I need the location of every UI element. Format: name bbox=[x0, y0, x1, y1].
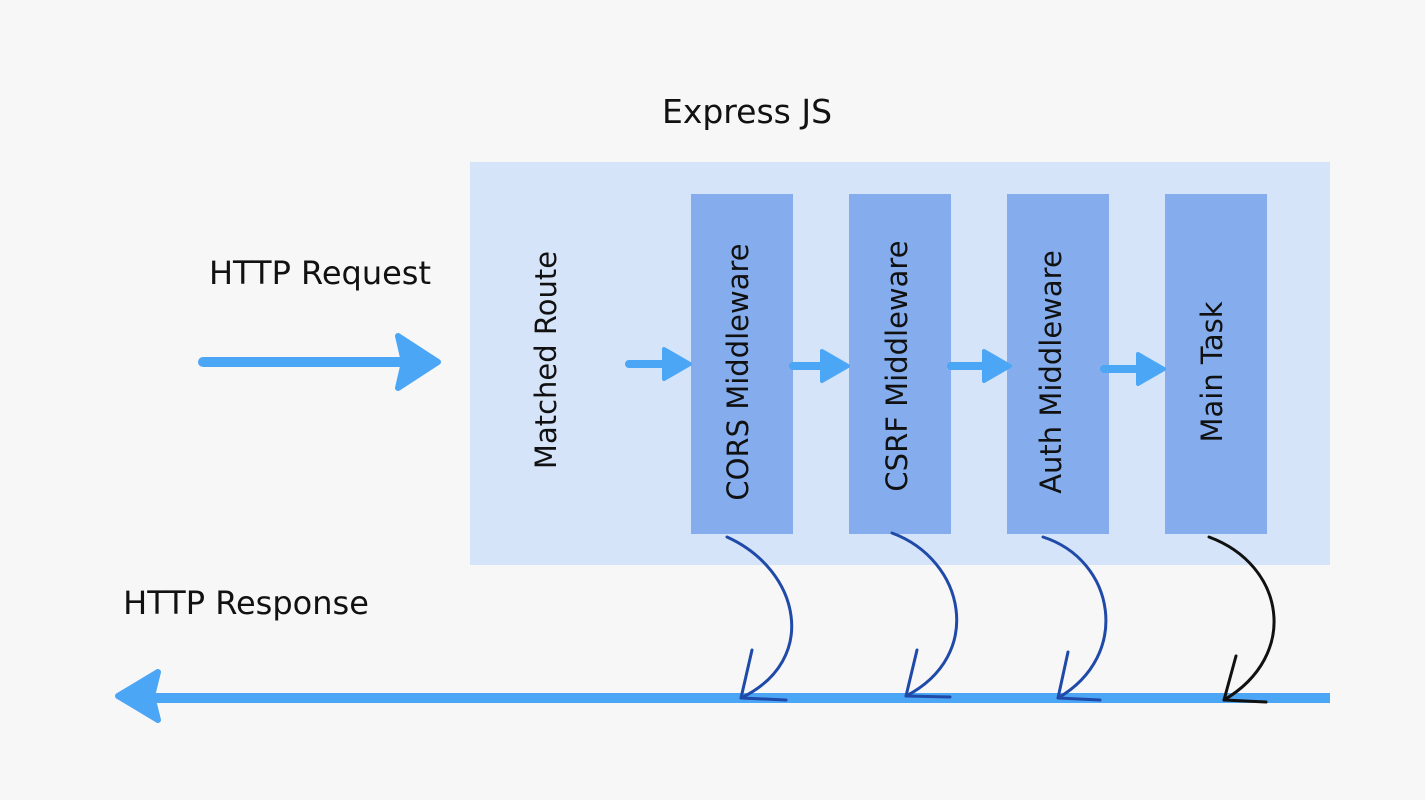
return-arrow-auth bbox=[1041, 535, 1108, 702]
return-arrow-main-task bbox=[1207, 535, 1276, 704]
flow-arrow-auth-to-main bbox=[1100, 352, 1166, 386]
diagram-title: Express JS bbox=[662, 92, 832, 131]
http-request-arrow bbox=[198, 333, 441, 391]
return-arrow-cors bbox=[725, 535, 794, 702]
http-response-label: HTTP Response bbox=[123, 584, 369, 622]
flow-arrow-route-to-cors bbox=[625, 347, 692, 381]
matched-route-label: Matched Route bbox=[529, 251, 563, 469]
stage-label: CSRF Middleware bbox=[880, 240, 914, 491]
stage-box bbox=[1007, 194, 1109, 534]
http-response-arrow bbox=[115, 669, 1330, 723]
flow-arrow-cors-to-csrf bbox=[789, 349, 850, 383]
stage-label: Main Task bbox=[1195, 301, 1229, 442]
stage-box bbox=[691, 194, 793, 534]
stage-label: Auth Middleware bbox=[1034, 250, 1068, 494]
flow-arrow-csrf-to-auth bbox=[947, 349, 1012, 383]
stage-main-task: Main Task bbox=[1165, 194, 1267, 534]
stage-csrf: CSRF Middleware bbox=[849, 194, 951, 534]
http-request-label: HTTP Request bbox=[209, 254, 431, 292]
stage-cors: CORS Middleware bbox=[691, 194, 793, 534]
stage-box bbox=[849, 194, 951, 534]
stage-label: CORS Middleware bbox=[721, 243, 755, 500]
stage-box bbox=[1165, 194, 1267, 534]
stage-auth: Auth Middleware bbox=[1007, 194, 1109, 534]
return-arrow-csrf bbox=[890, 531, 959, 699]
